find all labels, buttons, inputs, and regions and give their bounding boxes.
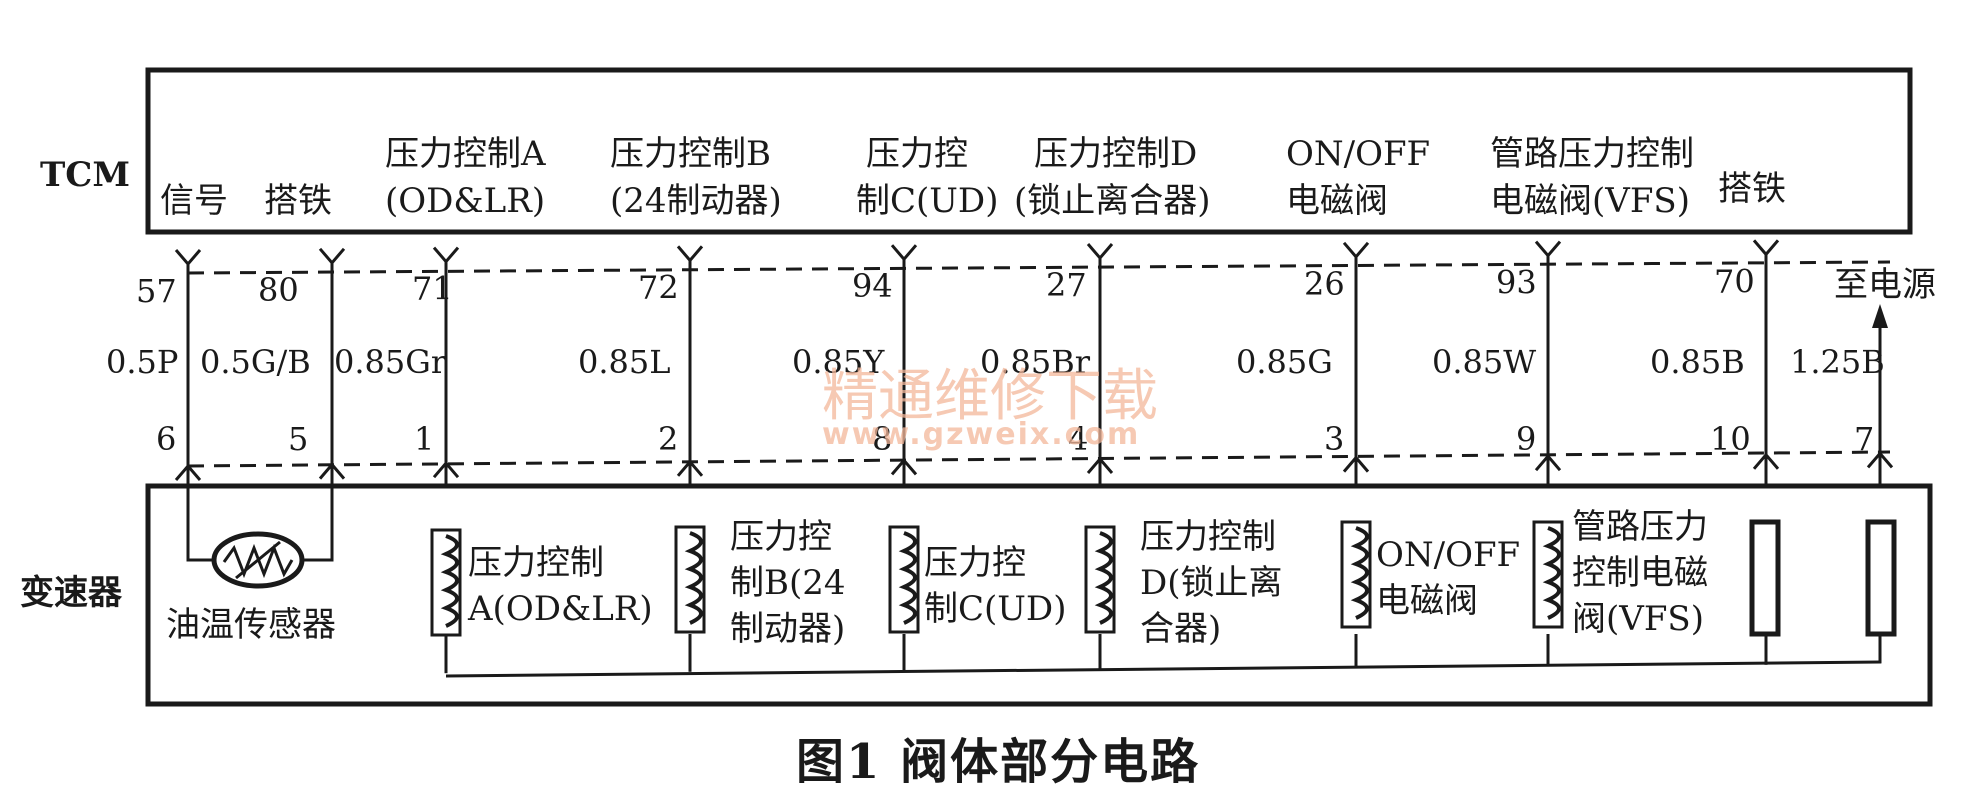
tcm-label-vfs-1: 管路压力控制 (1490, 134, 1694, 174)
tcm-pin-v-mark (1752, 239, 1780, 257)
solenoid-b-label-3: 制动器) (730, 609, 845, 649)
wire-gauge-label: 0.85W (1432, 343, 1536, 381)
tcm-pin-number: 80 (258, 271, 299, 309)
oil-temp-sensor-wire (186, 486, 215, 562)
transmission-label: 变速器 (20, 573, 123, 613)
ground-pin-element (1749, 519, 1781, 637)
connector-pin-number: 6 (156, 420, 176, 458)
tcm-label: TCM (40, 155, 130, 195)
connector-pin-number: 10 (1710, 420, 1751, 458)
wire-gauge-label: 0.85Y (792, 343, 885, 381)
tcm-pin-v-mark (890, 244, 918, 262)
solenoid-c-label-2: 制C(UD) (924, 589, 1066, 629)
wire-gauge-label: 0.85Br (980, 343, 1091, 381)
connector-pin-number: 4 (1068, 420, 1088, 458)
tcm-label-pcb-2: (24制动器) (610, 181, 782, 221)
tcm-box (145, 67, 1913, 235)
solenoid-vfs-label-2: 控制电磁 (1572, 553, 1708, 593)
tcm-pin-v-mark (432, 246, 460, 264)
solenoid-b-coil (674, 525, 706, 634)
tcm-pin-v-mark (1534, 240, 1562, 258)
solenoid-c-label-1: 压力控 (924, 543, 1026, 583)
solenoid-vfs-coil (1532, 520, 1564, 629)
tcm-label-pcd-1: 压力控制D (1034, 134, 1197, 174)
watermark-url: www.gzweix.com (822, 417, 1140, 452)
tcm-pin-v-mark (676, 245, 704, 263)
connector-pin-number: 9 (1516, 420, 1536, 458)
tcm-pin-v-mark (1086, 243, 1114, 261)
power-arrowhead (1872, 304, 1888, 328)
tcm-pin-number: 93 (1496, 264, 1537, 302)
tcm-label-onoff-1: ON/OFF (1286, 134, 1430, 174)
wire-gauge-label: 0.85Gr (334, 343, 447, 381)
tcm-pin-number: 70 (1714, 262, 1755, 300)
tcm-label-onoff-2: 电磁阀 (1286, 181, 1388, 221)
tcm-label-pcd-2: (锁止离合器) (1014, 181, 1211, 221)
figure-caption: 图1 阀体部分电路 (796, 734, 1200, 790)
wire-gauge-label: 0.85L (578, 343, 671, 381)
solenoid-vfs-label-3: 阀(VFS) (1572, 599, 1704, 639)
tcm-label-pcb-1: 压力控制B (610, 134, 771, 174)
tcm-pin-number: 94 (852, 267, 893, 305)
transmission-connector-dashed-line (187, 450, 1891, 468)
solenoid-b-label-1: 压力控 (730, 517, 832, 557)
oil-temp-sensor-label: 油温传感器 (166, 605, 336, 645)
solenoid-a-label-2: A(OD&LR) (467, 589, 653, 629)
solenoid-a-coil (430, 528, 462, 637)
tcm-pin-number: 72 (638, 268, 679, 306)
tcm-pin-v-mark (174, 249, 202, 267)
connector-pin-number: 3 (1324, 420, 1344, 458)
tcm-label-signal: 信号 (160, 181, 228, 221)
solenoid-vfs-label-1: 管路压力 (1572, 507, 1708, 547)
connector-pin-number: 5 (288, 420, 308, 458)
common-return-wire (445, 660, 1882, 678)
transmission-box (145, 483, 1933, 707)
solenoid-onoff-label-2: 电磁阀 (1376, 581, 1478, 621)
solenoid-d-label-2: D(锁止离 (1140, 563, 1283, 603)
solenoid-b-label-2: 制B(24 (730, 563, 846, 603)
tcm-connector-dashed-line (187, 260, 1891, 275)
solenoid-onoff-label-1: ON/OFF (1376, 535, 1520, 575)
wire-gauge-label: 0.5P (106, 343, 178, 381)
solenoid-a-label-1: 压力控制 (468, 543, 604, 583)
wire-gauge-label: 0.5G/B (200, 343, 311, 381)
circuit-wires: 570.5P6800.5G/B5710.85Gr1720.85L2940.85Y… (106, 239, 1894, 674)
tcm-label-ground-1: 搭铁 (264, 181, 332, 221)
wire-gauge-label: 0.85B (1650, 343, 1745, 381)
connector-pin-number: 1 (414, 420, 434, 458)
power-pin-element (1865, 519, 1897, 637)
solenoid-c-coil (888, 525, 920, 634)
tcm-pin-number: 71 (412, 270, 453, 308)
wire-gauge-label: 1.25B (1790, 343, 1885, 381)
tcm-label-vfs-2: 电磁阀(VFS) (1490, 181, 1690, 221)
tcm-label-pcc-1: 压力控 (866, 134, 968, 174)
tcm-pin-number: 26 (1304, 265, 1345, 303)
tcm-label-pcc-2: 制C(UD) (856, 181, 998, 221)
tcm-pin-number: 57 (136, 272, 177, 310)
solenoid-d-label-1: 压力控制 (1140, 517, 1276, 557)
solenoid-d-coil (1084, 525, 1116, 634)
tcm-pin-number: 27 (1046, 266, 1087, 304)
solenoid-d-label-3: 合器) (1140, 609, 1221, 649)
tcm-label-pca-1: 压力控制A (385, 134, 546, 174)
solenoid-onoff-coil (1340, 520, 1372, 629)
connector-pin-number: 7 (1854, 420, 1874, 458)
tcm-label-pca-2: (OD&LR) (385, 181, 545, 221)
tcm-pin-v-mark (318, 247, 346, 266)
thermistor-slash (235, 540, 281, 580)
tcm-pin-v-mark (1342, 241, 1370, 260)
watermark-text: 精通维修下载 (822, 364, 1158, 429)
connector-pin-number: 2 (658, 420, 678, 458)
power-label: 至电源 (1834, 265, 1936, 305)
wire-gauge-label: 0.85G (1236, 343, 1333, 381)
oil-temp-sensor-symbol (211, 531, 305, 589)
tcm-label-ground-2: 搭铁 (1718, 169, 1786, 209)
oil-temp-sensor-wire-2 (300, 486, 334, 562)
connector-pin-number: 8 (872, 420, 892, 458)
